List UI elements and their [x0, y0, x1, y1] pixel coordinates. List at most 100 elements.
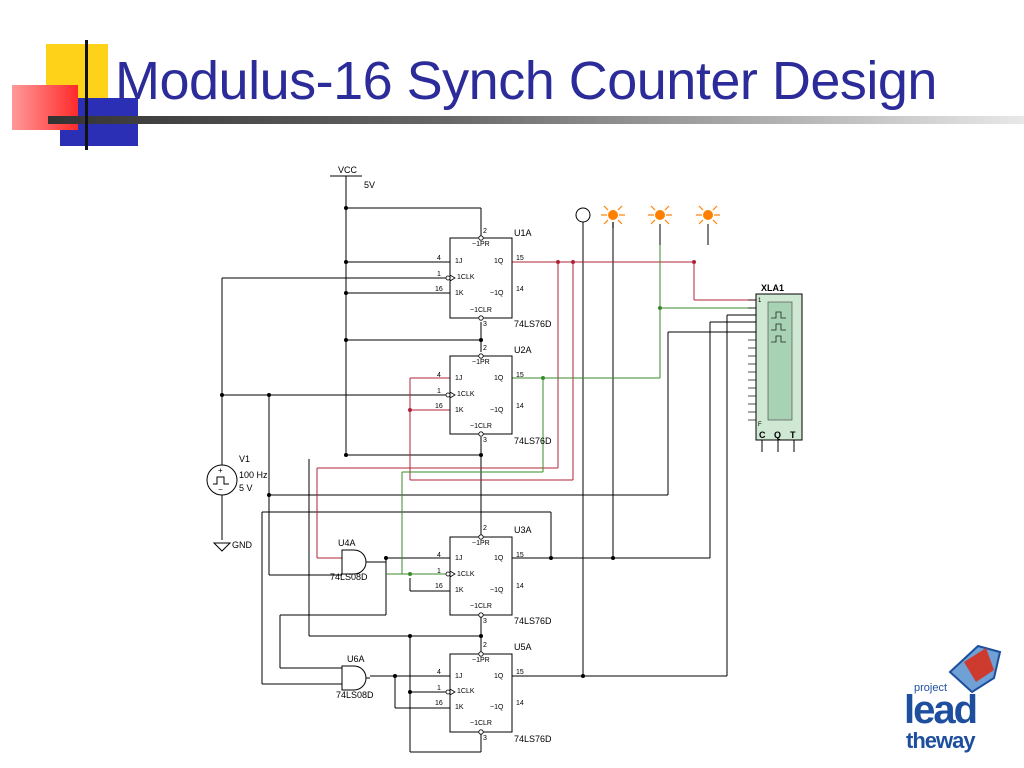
- pin-num-1: 1: [437, 271, 441, 278]
- pin-j: 1J: [455, 555, 462, 562]
- pin-qn: ~1Q: [490, 704, 504, 711]
- pin-pr: ~1PR: [472, 540, 490, 547]
- pin-pr: ~1PR: [472, 657, 490, 664]
- pin-num-3: 3: [483, 618, 487, 625]
- pin-qn: ~1Q: [490, 407, 504, 414]
- led-on-icon: [696, 205, 720, 225]
- pin-k: 1K: [455, 290, 464, 297]
- pin-num-14: 14: [516, 403, 524, 410]
- pin-clr: ~1CLR: [470, 720, 492, 727]
- pin-num-1: 1: [437, 388, 441, 395]
- pin-num-2: 2: [483, 228, 487, 235]
- source-freq: 100 Hz: [239, 470, 268, 480]
- source-amp: 5 V: [239, 483, 253, 493]
- ff-part: 74LS76D: [514, 319, 552, 329]
- pin-pr: ~1PR: [472, 241, 490, 248]
- led-on-icon: [648, 205, 672, 225]
- pin-num-16: 16: [435, 583, 443, 590]
- gate-ref: U6A: [347, 654, 365, 664]
- analyzer-pin-last: F: [758, 422, 762, 428]
- pin-num-14: 14: [516, 286, 524, 293]
- and-gate-u6a: U6A 74LS08D: [336, 654, 374, 700]
- pin-num-3: 3: [483, 735, 487, 742]
- pin-num-3: 3: [483, 437, 487, 444]
- logo-theway: theway: [906, 728, 976, 753]
- analyzer-pin-first: 1: [758, 298, 762, 304]
- pin-k: 1K: [455, 587, 464, 594]
- pin-num-2: 2: [483, 642, 487, 649]
- project-lead-the-way-logo: project lead theway: [890, 632, 1016, 760]
- flipflop-u1a: U1A 74LS76D ~1PR 1J 1CLK 1K 1Q ~1Q ~1CLR…: [435, 228, 552, 329]
- flipflop-u2a: U2A 74LS76D ~1PR 1J 1CLK 1K 1Q ~1Q ~1CLR…: [435, 345, 552, 446]
- pin-clr: ~1CLR: [470, 307, 492, 314]
- pin-q: 1Q: [494, 673, 504, 680]
- gate-part: 74LS08D: [330, 572, 368, 582]
- led-off-icon: [575, 207, 591, 223]
- pin-pr: ~1PR: [472, 359, 490, 366]
- pin-q: 1Q: [494, 375, 504, 382]
- slide-title: Modulus-16 Synch Counter Design: [115, 51, 937, 111]
- pin-clk: 1CLK: [457, 274, 475, 281]
- flipflop-u3a: U3A 74LS76D ~1PR 1J 1CLK 1K 1Q ~1Q ~1CLR…: [435, 525, 552, 626]
- analyzer-c: C: [759, 430, 766, 440]
- vcc-label: VCC: [338, 165, 358, 175]
- pin-j: 1J: [455, 258, 462, 265]
- clock-source-v1: + − V1 100 Hz 5 V: [206, 454, 268, 496]
- ff-ref: U5A: [514, 642, 532, 652]
- pin-k: 1K: [455, 704, 464, 711]
- flipflop-u5a: U5A 74LS76D ~1PR 1J 1CLK 1K 1Q ~1Q ~1CLR…: [435, 642, 552, 744]
- pin-num-15: 15: [516, 552, 524, 559]
- pin-num-2: 2: [483, 525, 487, 532]
- pin-num-16: 16: [435, 403, 443, 410]
- ff-ref: U1A: [514, 228, 532, 238]
- pin-q: 1Q: [494, 258, 504, 265]
- pin-num-4: 4: [437, 552, 441, 559]
- and-gate-u4a: U4A 74LS08D: [330, 538, 386, 582]
- pin-qn: ~1Q: [490, 587, 504, 594]
- pin-j: 1J: [455, 673, 462, 680]
- pin-num-15: 15: [516, 372, 524, 379]
- svg-text:+: +: [218, 466, 223, 475]
- pin-num-3: 3: [483, 321, 487, 328]
- pin-clk: 1CLK: [457, 571, 475, 578]
- pin-num-15: 15: [516, 255, 524, 262]
- ground-symbol: GND: [212, 540, 253, 552]
- gate-part: 74LS08D: [336, 690, 374, 700]
- pin-num-4: 4: [437, 669, 441, 676]
- ff-ref: U3A: [514, 525, 532, 535]
- logic-analyzer-xla1: XLA1 1 F C Q T: [748, 283, 803, 441]
- logo-lead: lead: [904, 688, 978, 732]
- pin-clr: ~1CLR: [470, 603, 492, 610]
- analyzer-t: T: [790, 430, 796, 440]
- pin-num-14: 14: [516, 700, 524, 707]
- pin-num-1: 1: [437, 568, 441, 575]
- logo-arrow-icon: [948, 644, 1002, 694]
- pin-num-1: 1: [437, 685, 441, 692]
- pin-qn: ~1Q: [490, 290, 504, 297]
- pin-num-15: 15: [516, 669, 524, 676]
- vcc-value: 5V: [364, 180, 375, 190]
- source-ref: V1: [239, 454, 250, 464]
- pin-num-16: 16: [435, 286, 443, 293]
- pin-clr: ~1CLR: [470, 423, 492, 430]
- pin-num-16: 16: [435, 700, 443, 707]
- pin-j: 1J: [455, 375, 462, 382]
- deco-horizontal-rule: [48, 116, 1024, 124]
- pin-clk: 1CLK: [457, 688, 475, 695]
- gate-ref: U4A: [338, 538, 356, 548]
- ff-part: 74LS76D: [514, 436, 552, 446]
- logo-project: project: [914, 682, 948, 694]
- pin-num-2: 2: [483, 345, 487, 352]
- pin-num-14: 14: [516, 583, 524, 590]
- analyzer-q: Q: [774, 430, 781, 440]
- gnd-label: GND: [232, 540, 253, 550]
- svg-text:−: −: [218, 485, 223, 494]
- pin-clk: 1CLK: [457, 391, 475, 398]
- deco-vertical-rule: [85, 40, 88, 150]
- led-on-icon: [601, 205, 625, 228]
- analyzer-ref: XLA1: [761, 283, 784, 293]
- ff-part: 74LS76D: [514, 734, 552, 744]
- pin-q: 1Q: [494, 555, 504, 562]
- pin-num-4: 4: [437, 255, 441, 262]
